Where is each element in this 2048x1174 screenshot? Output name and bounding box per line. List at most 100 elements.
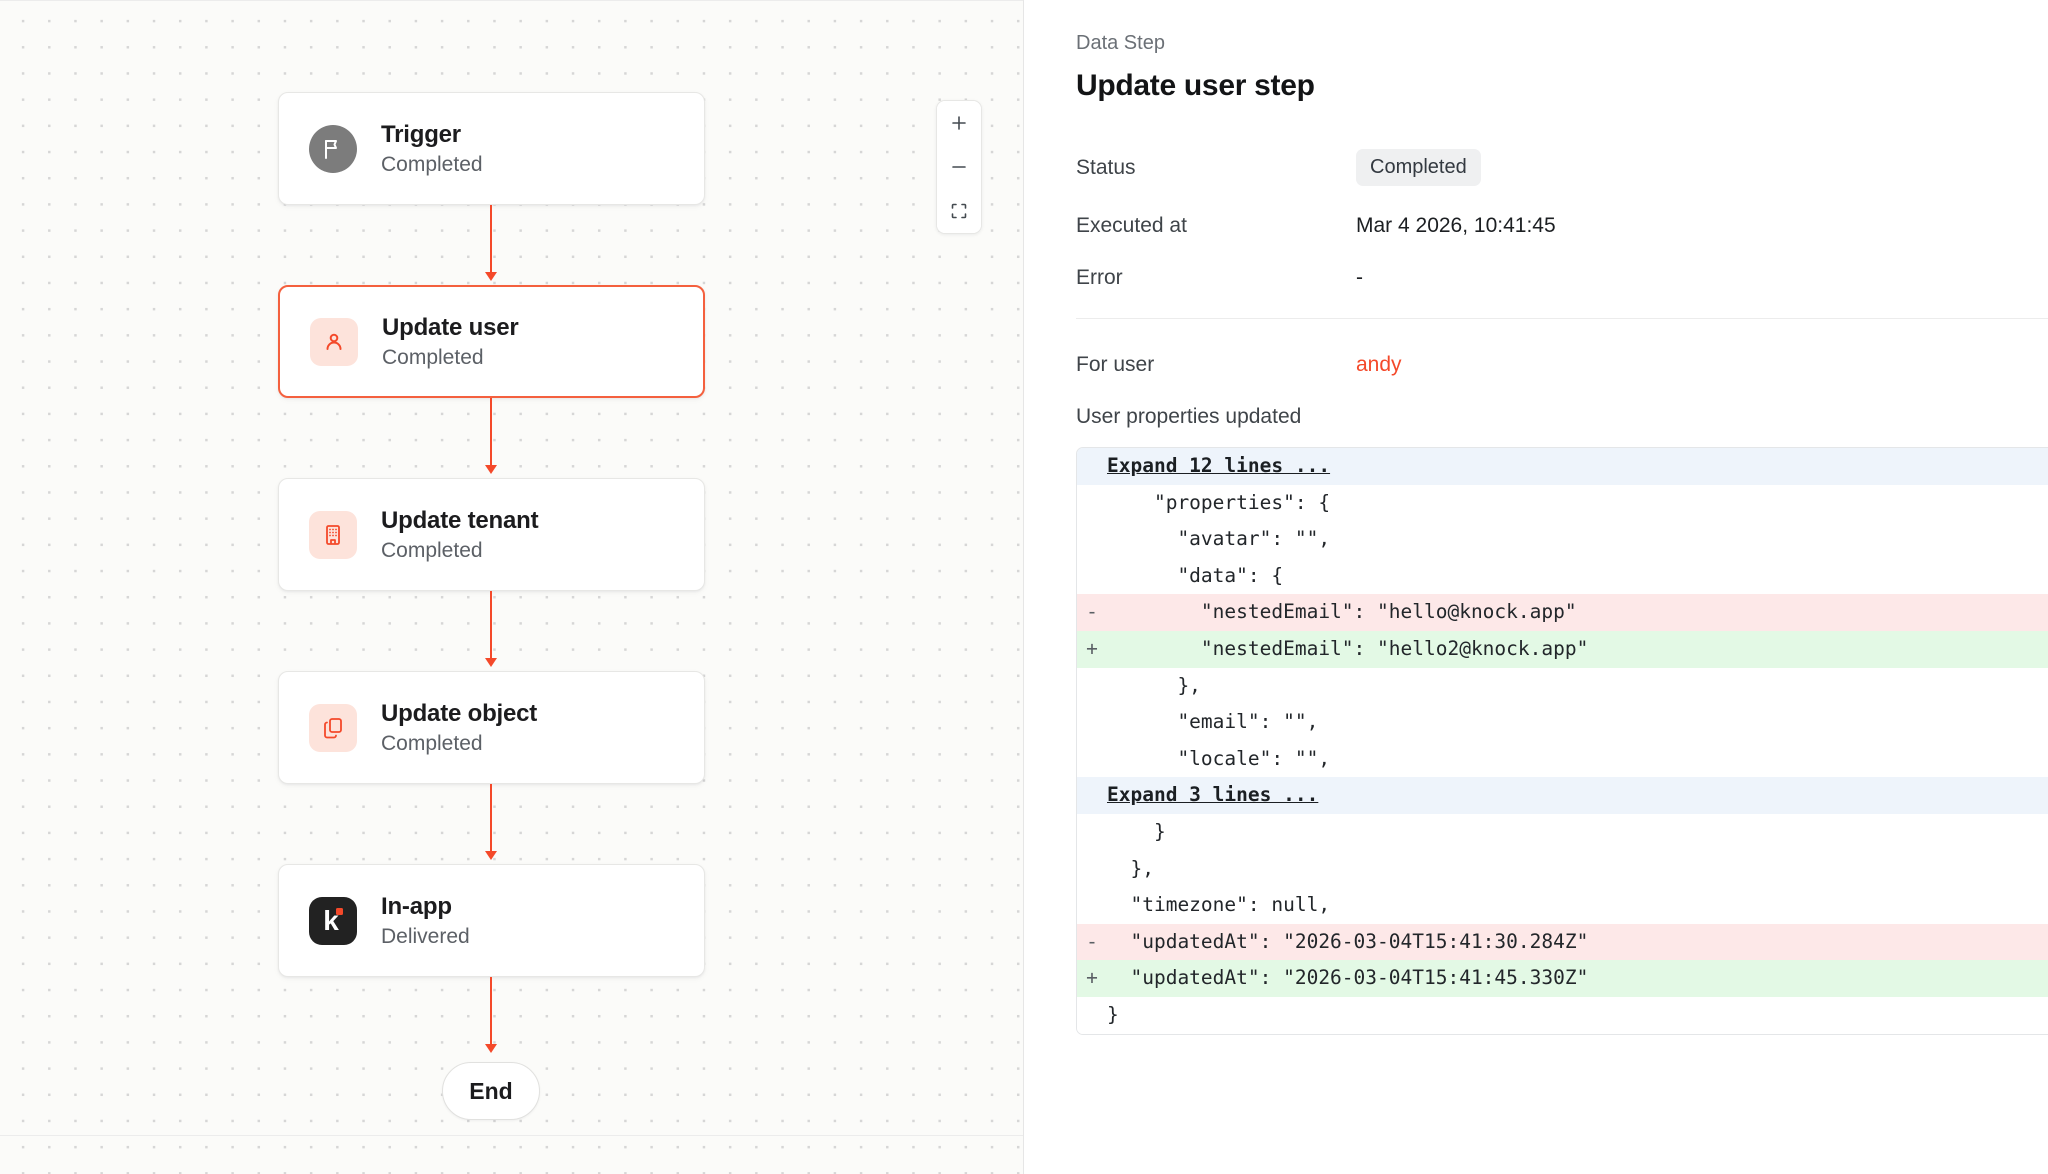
edge-update-tenant-to-update-object	[490, 591, 492, 663]
arrowhead-icon	[485, 272, 497, 281]
flow-node-text: Update user Completed	[382, 314, 519, 370]
properties-diff-viewer[interactable]: Expand 12 lines ... "properties": { "ava…	[1076, 447, 2048, 1035]
diff-code[interactable]: Expand 12 lines ...	[1107, 454, 1331, 477]
diff-code: }	[1107, 1002, 1119, 1026]
page-title: Update user step	[1076, 69, 1315, 102]
diff-marker	[1077, 741, 1107, 778]
diff-code: "locale": "",	[1107, 746, 1331, 770]
diff-marker: +	[1086, 966, 1098, 990]
edge-trigger-to-update-user	[490, 205, 492, 277]
for-user-link[interactable]: andy	[1356, 353, 1402, 376]
diff-line: "email": "",	[1077, 704, 2048, 741]
flow-node-update-object[interactable]: Update object Completed	[278, 671, 705, 784]
diff-line: "properties": {	[1077, 484, 2048, 522]
diff-marker	[1077, 521, 1107, 558]
diff-code: "nestedEmail": "hello@knock.app"	[1107, 600, 1577, 624]
building-icon	[309, 510, 357, 559]
diff-marker	[1077, 777, 1107, 814]
end-node-label: End	[469, 1077, 513, 1104]
user-icon	[310, 317, 358, 366]
diff-marker	[1077, 814, 1107, 851]
diff-expand-row[interactable]: Expand 12 lines ...	[1077, 448, 2048, 485]
fit-view-button[interactable]	[937, 189, 981, 233]
knock-logo-icon: k	[309, 896, 357, 945]
flow-node-update-tenant[interactable]: Update tenant Completed	[278, 478, 705, 591]
field-error: Error -	[1076, 266, 2048, 290]
diff-line: - "nestedEmail": "hello@knock.app"	[1077, 594, 2048, 631]
diff-line: },	[1077, 667, 2048, 705]
diff-code: },	[1107, 856, 1154, 880]
edge-in-app-to-end	[490, 977, 492, 1049]
zoom-out-button[interactable]	[937, 145, 981, 189]
flow-node-text: Trigger Completed	[381, 121, 483, 177]
field-label: Executed at	[1076, 214, 1187, 237]
arrowhead-icon	[485, 1044, 497, 1053]
diff-code: "updatedAt": "2026-03-04T15:41:30.284Z"	[1107, 929, 1589, 953]
flow-node-status: Delivered	[381, 924, 470, 948]
flow-node-title: Trigger	[381, 120, 461, 148]
diff-line: + "nestedEmail": "hello2@knock.app"	[1077, 630, 2048, 668]
field-label: For user	[1076, 353, 1155, 376]
flow-node-title: Update tenant	[381, 506, 539, 534]
diff-line: + "updatedAt": "2026-03-04T15:41:45.330Z…	[1077, 960, 2048, 997]
field-value: Mar 4 2026, 10:41:45	[1356, 214, 1556, 237]
diff-code: "properties": {	[1107, 490, 1331, 514]
diff-marker	[1077, 485, 1107, 522]
status-badge: Completed	[1356, 149, 1481, 186]
diff-code: "email": "",	[1107, 710, 1319, 734]
flow-node-status: Completed	[381, 152, 483, 176]
arrowhead-icon	[485, 658, 497, 667]
diff-marker	[1077, 448, 1107, 485]
flow-node-trigger[interactable]: Trigger Completed	[278, 92, 705, 205]
diff-line: }	[1077, 996, 2048, 1034]
canvas-top-divider	[0, 0, 1023, 1]
field-for-user: For user andy	[1076, 353, 2048, 377]
diff-marker	[1077, 668, 1107, 705]
diff-code: }	[1107, 819, 1166, 843]
zoom-in-button[interactable]	[937, 101, 981, 145]
diff-marker	[1077, 558, 1107, 595]
flow-node-status: Completed	[381, 538, 483, 562]
flow-node-status: Completed	[381, 731, 483, 755]
panel-divider	[1076, 318, 2048, 319]
diff-marker: -	[1086, 600, 1098, 624]
copy-icon	[309, 703, 357, 752]
diff-code[interactable]: Expand 3 lines ...	[1107, 783, 1319, 807]
canvas-bottom-divider	[0, 1135, 1023, 1136]
field-label: Status	[1076, 155, 1136, 179]
diff-marker: +	[1086, 636, 1098, 660]
diff-expand-row[interactable]: Expand 3 lines ...	[1077, 777, 2048, 814]
workflow-canvas[interactable]: Trigger Completed Update user Completed	[0, 0, 1024, 1174]
flow-node-text: Update tenant Completed	[381, 506, 539, 563]
field-status: Status Completed	[1076, 149, 2048, 186]
flow-node-in-app[interactable]: k In-app Delivered	[278, 864, 705, 977]
flow-node-title: Update object	[381, 699, 538, 727]
diff-code: "avatar": "",	[1107, 527, 1331, 551]
detail-panel: Data Step Update user step Status Comple…	[1024, 0, 2048, 1174]
flow-node-end[interactable]: End	[442, 1062, 540, 1120]
diff-code: "nestedEmail": "hello2@knock.app"	[1107, 636, 1589, 660]
diff-line: "avatar": "",	[1077, 521, 2048, 558]
flow-node-update-user[interactable]: Update user Completed	[278, 285, 705, 398]
zoom-controls[interactable]	[936, 100, 982, 234]
diff-line: },	[1077, 850, 2048, 888]
diff-marker	[1077, 704, 1107, 741]
diff-line: "locale": "",	[1077, 740, 2048, 778]
panel-eyebrow: Data Step	[1076, 32, 1165, 54]
knock-logo-dot	[336, 907, 343, 915]
diff-code: "updatedAt": "2026-03-04T15:41:45.330Z"	[1107, 966, 1589, 990]
flag-icon	[309, 124, 357, 173]
knock-logo-letter: k	[323, 904, 339, 936]
diff-line: - "updatedAt": "2026-03-04T15:41:30.284Z…	[1077, 923, 2048, 961]
flow-node-text: In-app Delivered	[381, 893, 470, 949]
field-executed-at: Executed at Mar 4 2026, 10:41:45	[1076, 214, 2048, 238]
diff-code: "data": {	[1107, 563, 1284, 587]
diff-marker: -	[1086, 929, 1098, 953]
field-label: Error	[1076, 266, 1123, 289]
diff-marker	[1077, 997, 1107, 1034]
diff-code: "timezone": null,	[1107, 893, 1331, 917]
diff-line: "data": {	[1077, 557, 2048, 595]
flow-node-status: Completed	[382, 345, 484, 369]
field-value: -	[1356, 266, 1363, 289]
arrowhead-icon	[485, 851, 497, 860]
